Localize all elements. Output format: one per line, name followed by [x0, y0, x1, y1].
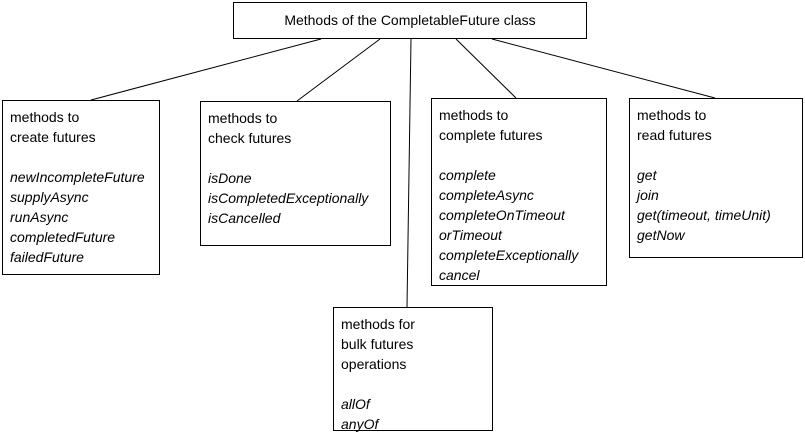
group-heading: methods to check futures	[208, 110, 292, 146]
connector-complete	[455, 38, 517, 99]
method-list: isDone isCompletedExceptionally isCancel…	[208, 168, 383, 228]
connector-read	[491, 38, 716, 99]
method-name: anyOf	[341, 416, 379, 432]
root-node-completablefuture: Methods of the CompletableFuture class	[233, 2, 587, 39]
connector-bulk	[406, 38, 412, 308]
method-name: orTimeout	[439, 227, 502, 243]
group-check-futures: methods to check futures isDone isComple…	[200, 101, 391, 246]
group-complete-futures: methods to complete futures complete com…	[431, 98, 607, 286]
method-name: complete	[439, 167, 496, 183]
method-name: getNow	[637, 227, 685, 243]
method-name: isCompletedExceptionally	[208, 190, 369, 206]
group-bulk-operations: methods for bulk futures operations allO…	[333, 307, 493, 434]
connector-create	[90, 38, 322, 101]
method-list: newIncompleteFuture supplyAsync runAsync…	[10, 167, 152, 267]
method-name: get	[637, 167, 657, 183]
method-name: supplyAsync	[10, 189, 89, 205]
group-create-futures: methods to create futures newIncompleteF…	[2, 100, 160, 275]
method-name: runAsync	[10, 209, 69, 225]
method-name: failedFuture	[10, 249, 84, 265]
method-list: get join get(timeout, timeUnit) getNow	[637, 165, 795, 245]
method-name: isCancelled	[208, 210, 281, 226]
method-name: completeOnTimeout	[439, 207, 565, 223]
method-name: get(timeout, timeUnit)	[637, 207, 771, 223]
method-name: allOf	[341, 396, 370, 412]
root-title: Methods of the CompletableFuture class	[284, 12, 536, 28]
method-name: isDone	[208, 170, 252, 186]
method-name: join	[637, 187, 659, 203]
method-name: completeExceptionally	[439, 247, 579, 263]
group-heading: methods for bulk futures operations	[341, 316, 415, 372]
connector-check	[296, 38, 381, 102]
method-list: complete completeAsync completeOnTimeout…	[439, 165, 599, 285]
group-read-futures: methods to read futures get join get(tim…	[629, 98, 803, 258]
method-name: cancel	[439, 267, 480, 283]
group-heading: methods to complete futures	[439, 107, 543, 143]
method-name: completeAsync	[439, 187, 534, 203]
method-name: completedFuture	[10, 229, 116, 245]
group-heading: methods to create futures	[10, 109, 96, 145]
method-name: newIncompleteFuture	[10, 169, 145, 185]
method-list: allOf anyOf	[341, 394, 485, 434]
group-heading: methods to read futures	[637, 107, 712, 143]
